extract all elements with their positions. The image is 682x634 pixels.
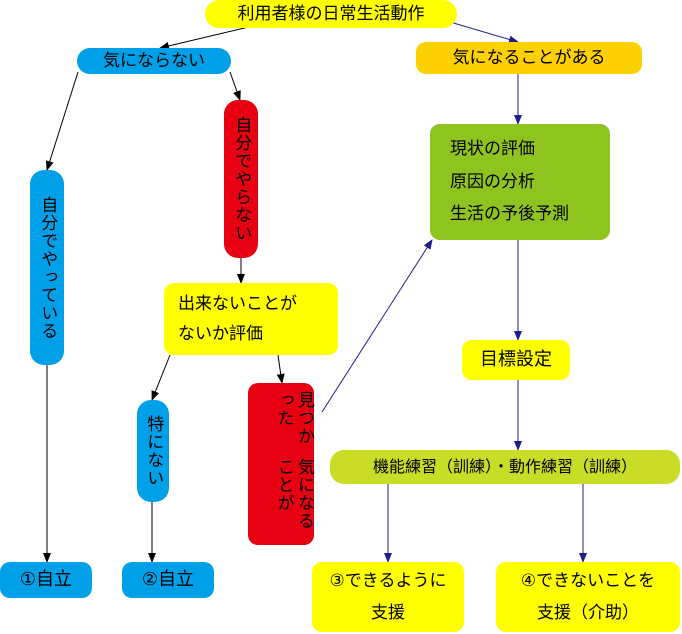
arrow-root-to-has-concern	[449, 21, 519, 44]
support-4-node: ④できないことを 支援（介助）	[496, 562, 680, 632]
support-4-line-1: ④できないことを	[520, 570, 656, 591]
training-node: 機能練習（訓練）・動作練習（訓練）	[330, 450, 680, 484]
support-3-node: ③できるように 支援	[312, 562, 464, 632]
self-doing-node: 自分でやっている	[30, 170, 64, 365]
no-concern-node: 気にならない	[77, 48, 231, 74]
arrow-eval-to-found	[276, 354, 285, 384]
goal-node: 目標設定	[462, 340, 570, 380]
arrow-no-concern-to-self-not-doing	[229, 71, 241, 101]
nothing-node: 特にない	[137, 400, 169, 502]
independent-1-node: ①自立	[0, 562, 92, 598]
found-col-2: 見つかった	[273, 391, 314, 445]
support-3-line-2: 支援	[371, 603, 405, 623]
arrow-found-to-analysis	[321, 239, 433, 413]
analysis-node: 現状の評価 原因の分析 生活の予後予測	[430, 124, 610, 240]
found-node: 気になることが 見つかった	[248, 383, 314, 545]
has-concern-node: 気になることがある	[416, 42, 642, 74]
arrow-no-concern-to-self-doing	[45, 71, 79, 171]
eval-line-1: 出来ないことが	[178, 293, 297, 314]
root-node: 利用者様の日常生活動作	[205, 0, 457, 28]
eval-node: 出来ないことが ないか評価	[164, 283, 338, 355]
self-not-doing-node: 自分でやらない	[224, 100, 258, 258]
arrow-eval-to-nothing	[151, 354, 171, 401]
support-4-line-2: 支援（介助）	[537, 603, 639, 623]
analysis-line-3: 生活の予後予測	[450, 204, 569, 225]
found-col-1: 気になることが	[273, 457, 314, 530]
support-3-line-1: ③できるように	[329, 570, 447, 591]
eval-line-2: ないか評価	[178, 324, 263, 344]
analysis-line-1: 現状の評価	[450, 139, 535, 160]
independent-2-node: ②自立	[122, 562, 214, 598]
analysis-line-2: 原因の分析	[450, 171, 535, 192]
